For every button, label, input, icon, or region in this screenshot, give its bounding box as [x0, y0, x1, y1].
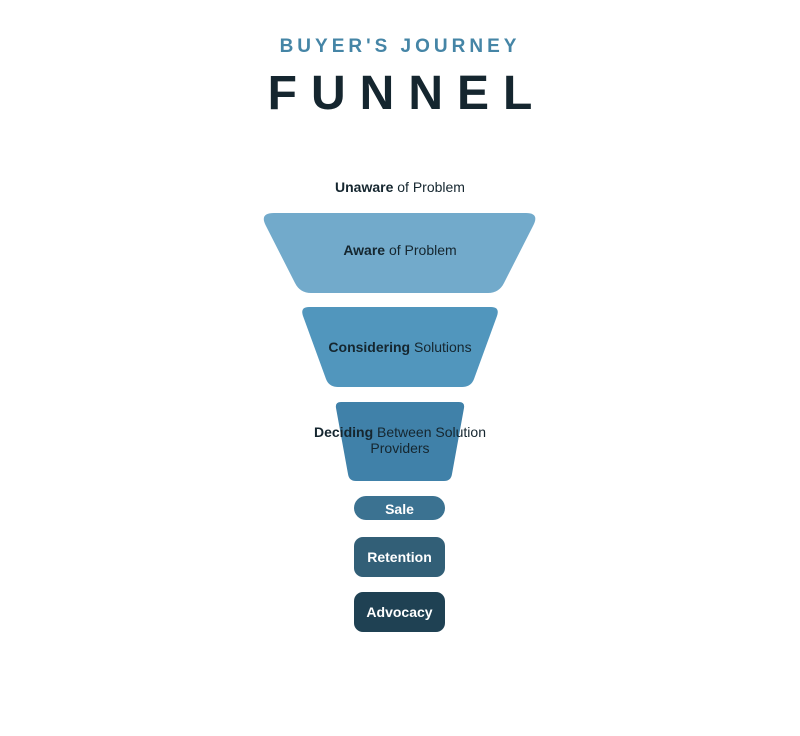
stage-label-advocacy: Advocacy	[366, 604, 433, 620]
stage-label-considering: Considering Solutions	[328, 339, 472, 355]
stage-label-sale: Sale	[385, 501, 414, 517]
funnel-stage-retention	[354, 537, 445, 577]
funnel-stage-deciding	[335, 402, 465, 481]
diagram-title: FUNNEL	[267, 67, 547, 120]
stage-label-unaware: Unaware of Problem	[335, 179, 465, 195]
funnel-stage-sale	[354, 496, 445, 520]
stage-label-aware: Aware of Problem	[343, 242, 457, 258]
diagram-subtitle: BUYER'S JOURNEY	[279, 36, 521, 57]
funnel-stage-aware	[263, 213, 536, 293]
stage-label-retention: Retention	[367, 549, 432, 565]
stage-label-deciding: Deciding Between Solution Providers	[314, 424, 486, 456]
funnel-stage-advocacy	[354, 592, 445, 632]
funnel-stage-considering	[302, 307, 498, 387]
